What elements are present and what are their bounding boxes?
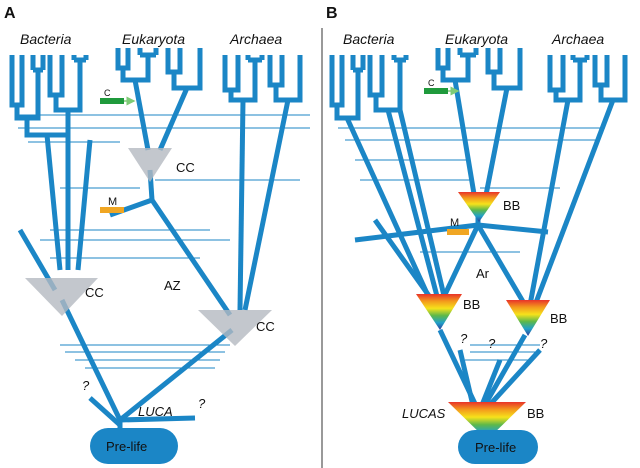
- domain-label-bacteria-b: Bacteria: [343, 31, 395, 47]
- az-label: AZ: [164, 278, 181, 293]
- mito-arrow-a: [100, 207, 124, 213]
- question-b2: ?: [488, 336, 496, 351]
- domain-label-archaea-a: Archaea: [229, 31, 282, 47]
- domain-label-bacteria-a: Bacteria: [20, 31, 72, 47]
- domain-label-eukaryota-b: Eukaryota: [445, 31, 508, 47]
- prelife-blob-b: [458, 430, 538, 464]
- cc-label-3: CC: [256, 319, 275, 334]
- eukaryota-crown-a: [115, 48, 203, 151]
- cc-cone-a2: [25, 278, 98, 316]
- panel-b: [329, 48, 628, 464]
- bacteria-crown-b: [329, 55, 448, 302]
- bacteria-crown-a: [9, 55, 89, 138]
- panel-letter-a: A: [4, 5, 16, 22]
- bb-label-2: BB: [463, 297, 480, 312]
- question-b3: ?: [540, 336, 548, 351]
- archaea-crown-b: [527, 55, 628, 306]
- prelife-label-a: Pre-life: [106, 439, 147, 454]
- mito-label-b: M: [450, 217, 459, 229]
- internal-branches-b: [354, 215, 549, 412]
- bb-cone-b4: [448, 402, 526, 440]
- cc-cone-a1: [128, 148, 172, 182]
- bb-cone-b3: [506, 300, 550, 336]
- prelife-blob-a: [90, 428, 178, 464]
- eukaryota-crown-b: [435, 48, 523, 201]
- internal-branches-a: [59, 169, 234, 440]
- question-b1: ?: [460, 331, 468, 346]
- luca-label: LUCA: [138, 404, 173, 419]
- cc-cone-a3: [198, 310, 272, 346]
- cc-label-1: CC: [176, 160, 195, 175]
- ar-label: Ar: [476, 266, 490, 281]
- bb-label-4: BB: [527, 406, 544, 421]
- bb-cone-b2: [416, 294, 462, 330]
- question-a2: ?: [198, 396, 206, 411]
- question-a1: ?: [82, 378, 90, 393]
- chloroplast-label-b: C: [428, 78, 435, 88]
- archaea-crown-a: [222, 55, 303, 311]
- panel-a: [9, 48, 310, 464]
- lucas-label: LUCAS: [402, 406, 446, 421]
- mito-label-a: M: [108, 196, 117, 208]
- chloroplast-label-a: C: [104, 88, 111, 98]
- chloroplast-arrow-a: [100, 98, 124, 104]
- panel-letter-b: B: [326, 5, 338, 22]
- bb-cone-b1: [458, 192, 500, 222]
- prelife-label-b: Pre-life: [475, 440, 516, 455]
- chloroplast-arrow-b: [424, 88, 448, 94]
- mito-arrow-b: [447, 229, 469, 235]
- domain-label-archaea-b: Archaea: [551, 31, 604, 47]
- bacteria-trunk-a: [17, 110, 93, 292]
- cc-label-2: CC: [85, 285, 104, 300]
- bb-label-3: BB: [550, 311, 567, 326]
- bb-label-1: BB: [503, 198, 520, 213]
- domain-label-eukaryota-a: Eukaryota: [122, 31, 185, 47]
